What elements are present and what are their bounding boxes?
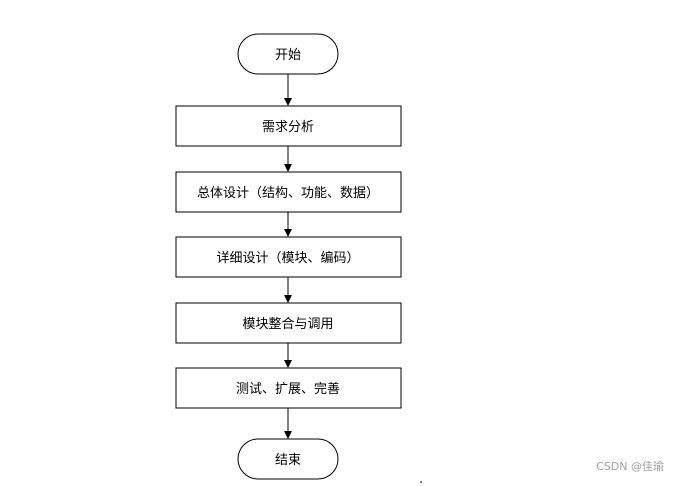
step-label: 总体设计（结构、功能、数据）	[197, 186, 379, 201]
stray-dot	[420, 481, 422, 483]
step-detailed-design: 详细设计（模块、编码）	[175, 236, 402, 278]
step-label: 测试、扩展、完善	[236, 381, 340, 397]
start-terminal: 开始	[237, 33, 339, 75]
step-label: 模块整合与调用	[242, 317, 333, 332]
step-requirements-analysis: 需求分析	[175, 105, 402, 147]
end-label: 结束	[275, 453, 301, 468]
step-module-integration: 模块整合与调用	[175, 302, 402, 344]
watermark-text: CSDN @佳瑜	[596, 460, 664, 473]
step-label: 详细设计（模块、编码）	[216, 251, 359, 266]
step-testing: 测试、扩展、完善	[175, 367, 402, 409]
start-label: 开始	[275, 48, 301, 63]
step-overall-design: 总体设计（结构、功能、数据）	[175, 171, 402, 213]
step-label: 需求分析	[262, 120, 314, 135]
end-terminal: 结束	[237, 438, 339, 480]
